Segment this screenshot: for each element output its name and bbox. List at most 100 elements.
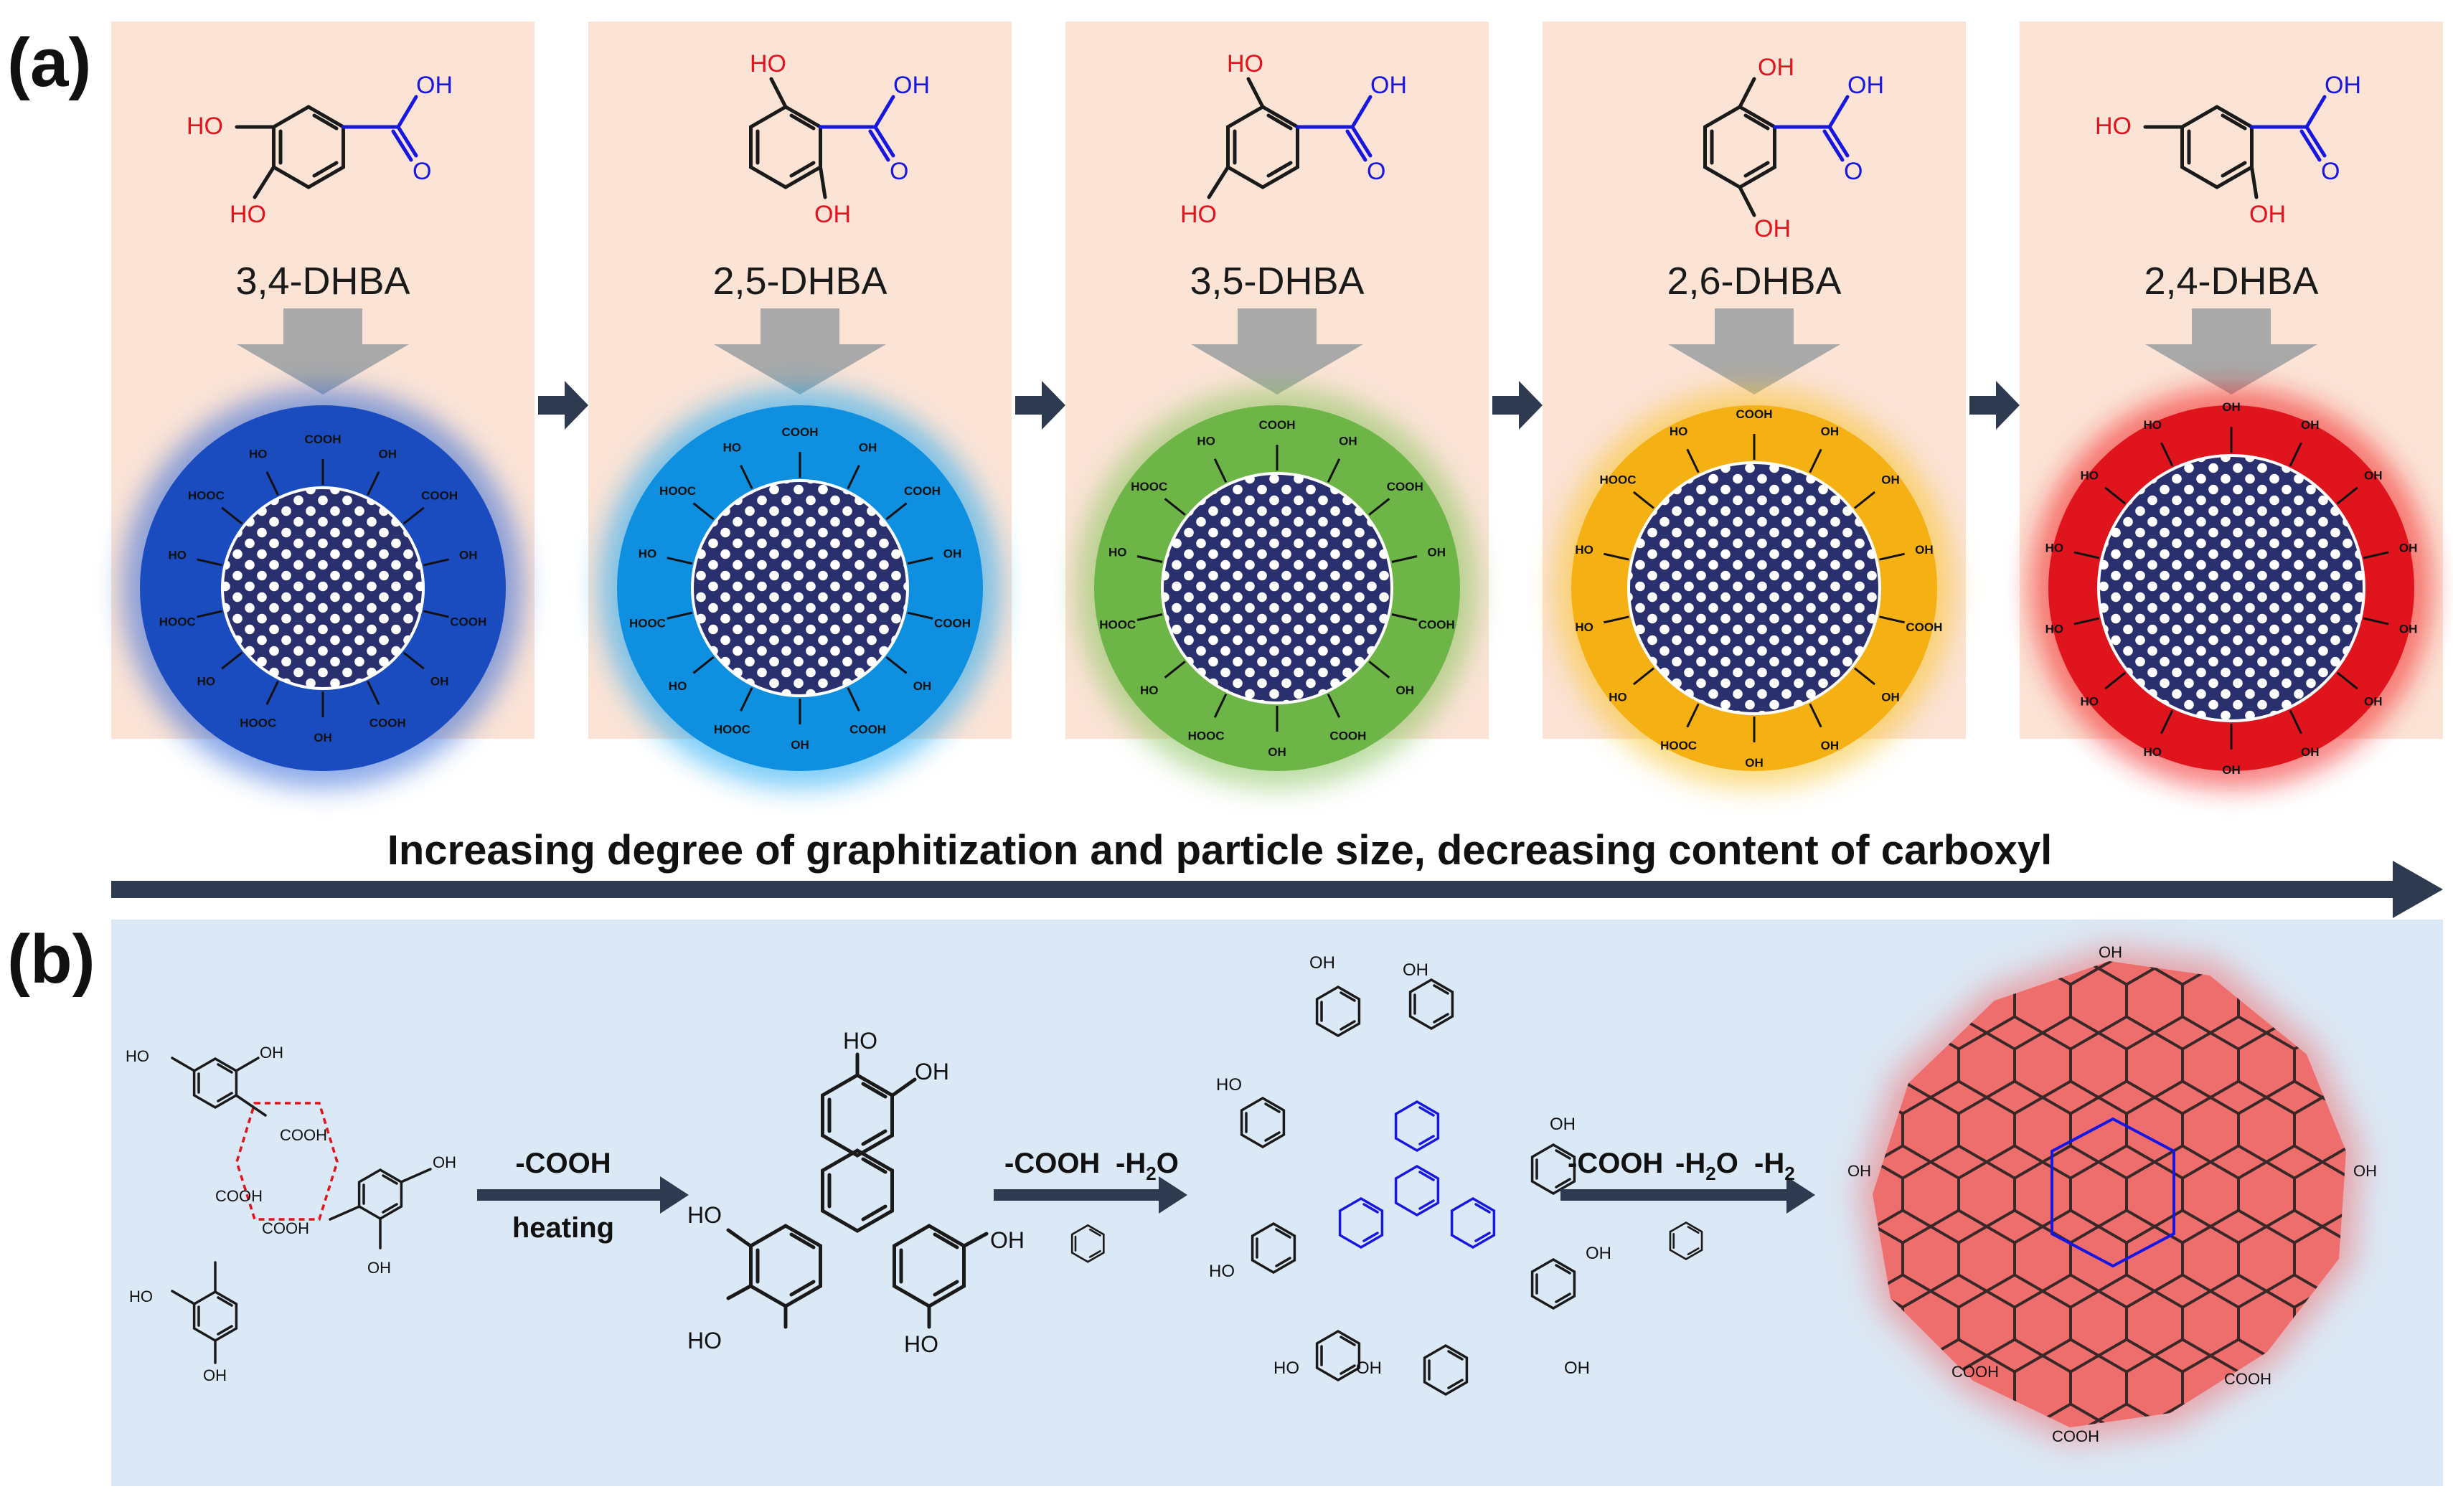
surface-group-label: OH [913,679,932,693]
surface-group-label: HO [1575,620,1593,634]
surface-group-label: COOH [1387,480,1423,493]
step2-label-h2o: -H2O [1116,1148,1179,1184]
dhba-name: 2,5-DHBA [712,260,887,303]
molecule-panels: OHOHOHO3,4-DHBACOOHOHCOOHOHCOOHOHCOOHOHH… [111,22,2443,789]
dhba-name: 2,4-DHBA [2144,260,2318,303]
reactant-ho-1: HO [126,1047,149,1065]
down-arrow [714,308,886,394]
surface-group-label: OH [1821,739,1840,752]
molecule-panel-5: OHOHOOH2,4-DHBAOHOHOHOHOHOHOHOHHOHOHOHOH… [2020,22,2443,789]
reactant-oh-4: OH [203,1366,227,1384]
surface-group-label: OH [943,547,962,560]
step3-label-cooh: -COOH [1568,1148,1663,1179]
surface-group-label: HO [1108,545,1127,559]
hydroxyl-label-2: HO [230,201,266,228]
tri-ho-bottomleft: HO [687,1328,722,1353]
surface-group-label: OH [314,731,332,745]
surface-group-label: COOH [1418,618,1455,632]
surface-group-label: HO [1575,543,1593,557]
surface-group-label: COOH [1329,729,1366,742]
hydroxyl-label-2: OH [2249,201,2286,228]
step3-label-h2o: -H2O [1675,1148,1738,1184]
prod-oh-left: OH [1847,1162,1871,1180]
olig-oh-2: OH [1309,953,1335,973]
surface-group-label: COOH [1906,620,1942,634]
down-arrow [1191,308,1363,394]
surface-group-label: OH [2222,763,2241,777]
reactant-cooh-1: COOH [280,1126,327,1144]
carboxyl-o: O [2321,158,2340,185]
hydroxyl-label-1: HO [187,113,223,140]
surface-group-label: OH [1881,691,1900,704]
down-arrow [1668,308,1840,394]
surface-group-label: HO [639,547,657,560]
carboxyl-o: O [1844,158,1863,185]
olig-ho-1: HO [1216,1075,1242,1095]
tri-ho-bottom: HO [904,1331,938,1357]
dhba-name: 3,4-DHBA [235,260,410,303]
oligomer-intermediate: OH OH HO OH OH HO HO OH OH [1209,953,1611,1396]
hydroxyl-label-2: OH [1754,215,1791,242]
olig-ho-2: HO [1209,1262,1235,1281]
surface-group-label: OH [378,448,397,461]
surface-group-label: HOOC [1600,473,1637,486]
hydroxyl-label-1: HO [750,50,786,77]
prod-cooh-1: COOH [1951,1363,1999,1381]
prod-cooh-3: COOH [2224,1370,2271,1388]
surface-group-label: HOOC [659,484,696,498]
olig-ho-3: HO [1273,1359,1299,1378]
surface-group-label: HO [1197,435,1215,448]
hydroxyl-label-1: HO [2095,113,2132,140]
graphitic-core [1627,461,1881,715]
reactant-pair: HO OH COOH COOH COOH OH OH HO OH [126,1044,456,1384]
surface-group-label: OH [2222,400,2241,414]
surface-group-label: COOH [1736,407,1773,421]
surface-group-label: HO [669,679,687,693]
surface-group-label: HOOC [714,722,750,736]
surface-group-label: HOOC [1188,729,1225,742]
reactant-oh-2: OH [433,1153,456,1171]
down-arrow [237,308,409,394]
surface-group-label: COOH [305,433,342,446]
carboxyl-oh: OH [1847,72,1884,99]
tri-oh-topright: OH [915,1059,949,1085]
cyclization-ring [235,1102,339,1221]
molecule-panel-2: OHOHOOH2,5-DHBACOOHOHCOOHOHCOOHOHCOOHOHH… [588,22,1012,789]
olig-oh-6: OH [1564,1359,1590,1378]
surface-group-label: COOH [1259,418,1296,432]
prod-cooh-2: COOH [2052,1427,2099,1445]
surface-group-label: OH [1268,745,1286,759]
surface-group-label: OH [2399,542,2418,555]
hydroxyl-label-2: HO [1180,201,1217,228]
surface-group-label: HO [168,549,187,562]
reactant-ho-2: HO [129,1287,153,1305]
surface-group-label: HOOC [629,617,666,630]
surface-group-label: OH [1915,543,1934,557]
tri-ho-left: HO [687,1202,722,1228]
surface-group-label: HOOC [1099,618,1136,632]
surface-group-label: OH [1339,435,1357,448]
surface-group-label: COOH [421,488,458,502]
down-arrow [2145,308,2317,394]
step3-arrow: -COOH -H2O -H2 [1560,1148,1815,1260]
surface-group-label: HOOC [1131,480,1167,493]
molecule-panel-1: OHOHOHO3,4-DHBACOOHOHCOOHOHCOOHOHCOOHOHH… [111,22,535,789]
carboxyl-oh: OH [416,72,453,99]
step1-arrow: -COOH heating [477,1148,689,1244]
graphitic-core [691,479,909,697]
carboxyl-o: O [1367,158,1385,185]
panel-a-label: (a) [7,24,91,101]
graphitic-core [2097,454,2365,722]
surface-group-label: HO [2080,695,2099,709]
molecule-panel-4: OHOOHOH2,6-DHBACOOHOHOHOHCOOHOHOHOHHOOCH… [1543,22,1966,789]
triphenylene-intermediate: HO OH HO HO OH HO [687,1028,1025,1357]
dhba-name: 3,5-DHBA [1190,260,1364,303]
trend-arrow [111,861,2443,918]
carboxyl-o: O [890,158,908,185]
prod-oh-top: OH [2099,943,2122,961]
step1-label-top: -COOH [515,1148,611,1179]
surface-group-label: OH [2301,745,2320,759]
sequence-arrows [538,381,2020,430]
